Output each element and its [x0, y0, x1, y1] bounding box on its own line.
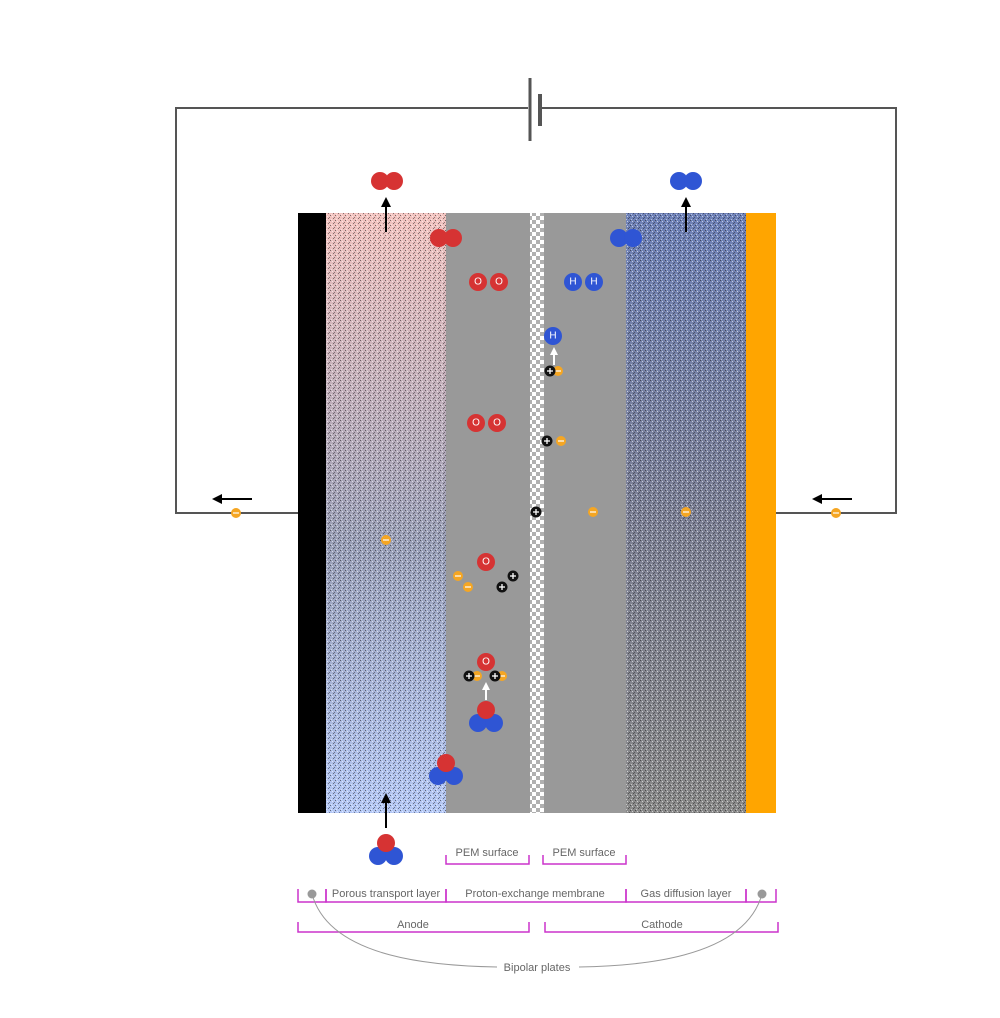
electron [553, 366, 563, 376]
protons [463, 365, 556, 682]
electron [588, 507, 598, 517]
electron [381, 535, 391, 545]
svg-text:O: O [482, 657, 490, 668]
svg-text:H: H [590, 277, 597, 288]
electron [831, 508, 841, 518]
electron [472, 671, 482, 681]
oxygen-atom: O [488, 414, 506, 432]
hydrogen-atom: H [585, 273, 603, 291]
electron [453, 571, 463, 581]
proton [463, 670, 475, 682]
cathode-label: Cathode [641, 919, 683, 931]
water-molecule [369, 834, 403, 865]
cell-layers [298, 213, 776, 813]
proton-exchange-membrane-label: Proton-exchange membrane [465, 888, 604, 900]
o2-molecule [430, 229, 462, 247]
proton [507, 570, 519, 582]
flow-arrows [381, 197, 691, 828]
svg-text:O: O [482, 557, 490, 568]
cathode-bipolar-plate [746, 213, 776, 813]
oxygen-atom: O [467, 414, 485, 432]
anode-bipolar-plate [298, 213, 326, 813]
anode-label: Anode [397, 919, 429, 931]
electron [556, 436, 566, 446]
oxygen-atom: O [477, 653, 495, 671]
pem-surface-label: PEM surface [553, 847, 616, 859]
proton [496, 581, 508, 593]
hydrogen-atom: H [564, 273, 582, 291]
oxygen-atom: O [477, 553, 495, 571]
labels: PEM surface PEM surface Porous transport… [328, 844, 744, 974]
electrons [231, 366, 841, 681]
oxygen-atom: O [490, 273, 508, 291]
h2-molecule [670, 172, 702, 190]
electron [681, 507, 691, 517]
oxygen-atom: O [469, 273, 487, 291]
porous-transport-layer-label: Porous transport layer [332, 888, 441, 900]
gas-diffusion-layer-label: Gas diffusion layer [641, 888, 732, 900]
svg-text:O: O [495, 277, 503, 288]
svg-text:O: O [493, 418, 501, 429]
svg-text:O: O [474, 277, 482, 288]
svg-text:O: O [472, 418, 480, 429]
hydrogen-atom: H [544, 327, 562, 345]
pem-surface-label: PEM surface [456, 847, 519, 859]
o2-molecule [371, 172, 403, 190]
h2-molecule [610, 229, 642, 247]
molecules: O O H H H O O O O [369, 172, 702, 865]
electron [463, 582, 473, 592]
pem-surface-cathode [544, 213, 626, 813]
electron [231, 508, 241, 518]
proton [530, 506, 542, 518]
proton [489, 670, 501, 682]
water-molecule [429, 754, 463, 785]
bipolar-plates-label: Bipolar plates [504, 962, 571, 974]
legend-brackets [297, 855, 779, 933]
svg-text:H: H [549, 331, 556, 342]
proton [541, 435, 553, 447]
water-molecule [469, 701, 503, 732]
bipolar-connector [307, 889, 767, 968]
proton [544, 365, 556, 377]
svg-text:H: H [569, 277, 576, 288]
